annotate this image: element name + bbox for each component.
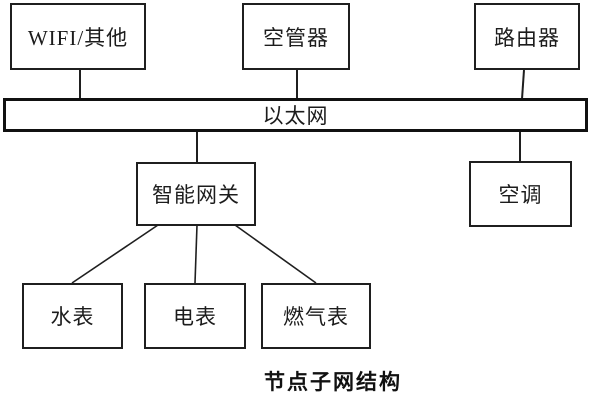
node-air-conditioner-label: 空调 xyxy=(498,183,543,207)
node-gas-meter-label: 燃气表 xyxy=(283,305,349,329)
connector-gateway-water xyxy=(71,224,159,284)
node-wifi: WIFI/其他 xyxy=(10,3,146,70)
node-smart-gateway-label: 智能网关 xyxy=(152,183,240,207)
node-air-controller: 空管器 xyxy=(242,3,350,70)
node-electric-meter: 电表 xyxy=(144,283,246,349)
node-air-controller-label: 空管器 xyxy=(263,25,329,50)
connector-gateway-gas xyxy=(234,224,317,284)
node-water-meter: 水表 xyxy=(22,283,123,349)
connector-gateway-elec xyxy=(194,224,198,284)
node-router-label: 路由器 xyxy=(494,25,560,50)
node-router: 路由器 xyxy=(474,3,580,70)
ethernet-bus-label: 以太网 xyxy=(262,104,329,128)
node-air-conditioner: 空调 xyxy=(469,161,572,227)
diagram-caption: 节点子网结构 xyxy=(264,371,402,394)
ethernet-bus: 以太网 xyxy=(3,98,588,132)
node-wifi-label: WIFI/其他 xyxy=(27,25,129,50)
node-water-meter-label: 水表 xyxy=(50,305,95,329)
node-gas-meter: 燃气表 xyxy=(261,283,371,349)
node-electric-meter-label: 电表 xyxy=(173,305,217,329)
connector-router-bus xyxy=(521,69,525,100)
node-smart-gateway: 智能网关 xyxy=(136,162,256,226)
